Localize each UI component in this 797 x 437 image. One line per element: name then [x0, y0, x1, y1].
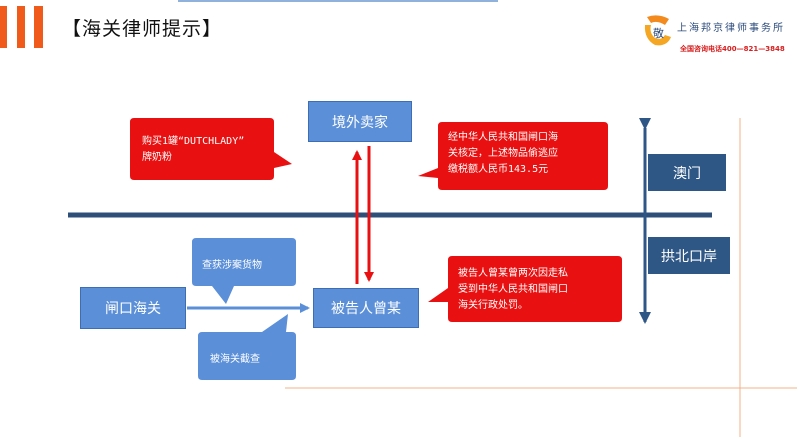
node-gongbei-port-label: 拱北口岸 — [661, 248, 717, 265]
accent-bar-3 — [34, 6, 43, 48]
firm-logo-icon: 敬 — [644, 15, 671, 46]
callout-seized-text: 查获涉案货物 — [202, 260, 262, 271]
callout-prior-text: 被告人曾某曾两次因走私 受到中华人民共和国闸口 海关行政处罚。 — [458, 266, 568, 314]
callout-prior-line-1: 被告人曾某曾两次因走私 — [458, 268, 568, 279]
node-macau-label: 澳门 — [673, 165, 701, 182]
callout-purchase-line-2: 牌奶粉 — [142, 152, 172, 163]
callout-assessment — [418, 122, 608, 190]
callout-seized — [192, 238, 296, 304]
callout-purchase-text: 购买1罐“DUTCHLADY” 牌奶粉 — [142, 134, 244, 166]
node-foreign-seller-label: 境外卖家 — [332, 114, 388, 131]
callout-assessment-line-2: 关核定，上述物品偷逃应 — [448, 148, 558, 159]
callout-assessment-line-1: 经中华人民共和国闸口海 — [448, 132, 558, 143]
node-defendant: 被告人曾某 — [313, 288, 419, 328]
callout-purchase — [130, 118, 292, 180]
callout-inspected — [198, 314, 296, 380]
logo-char: 敬 — [653, 27, 664, 40]
top-rule — [178, 0, 498, 2]
callout-assessment-text: 经中华人民共和国闸口海 关核定，上述物品偷逃应 缴税额人民币143.5元 — [448, 130, 558, 178]
callout-prior — [428, 256, 622, 322]
node-foreign-seller: 境外卖家 — [308, 101, 412, 142]
firm-name: 上海邦京律师事务所 — [677, 23, 785, 34]
node-defendant-label: 被告人曾某 — [331, 301, 401, 317]
page-title: 【海关律师提示】 — [62, 18, 223, 40]
callout-prior-line-2: 受到中华人民共和国闸口 — [458, 284, 568, 295]
accent-bar-1 — [0, 6, 7, 48]
hotline-text: 全国咨询电话400—821—3848 — [680, 45, 785, 53]
node-macau: 澳门 — [648, 154, 726, 191]
callout-purchase-line-1: 购买1罐“DUTCHLADY” — [142, 136, 245, 147]
callout-prior-line-3: 海关行政处罚。 — [458, 300, 528, 311]
node-gongbei-port: 拱北口岸 — [648, 237, 730, 274]
node-gongbei-customs: 闸口海关 — [80, 287, 186, 329]
node-gongbei-customs-label: 闸口海关 — [105, 301, 161, 317]
accent-bar-2 — [17, 6, 25, 48]
callout-inspected-text: 被海关截查 — [210, 354, 260, 365]
callout-assessment-line-3: 缴税额人民币143.5元 — [448, 164, 549, 175]
